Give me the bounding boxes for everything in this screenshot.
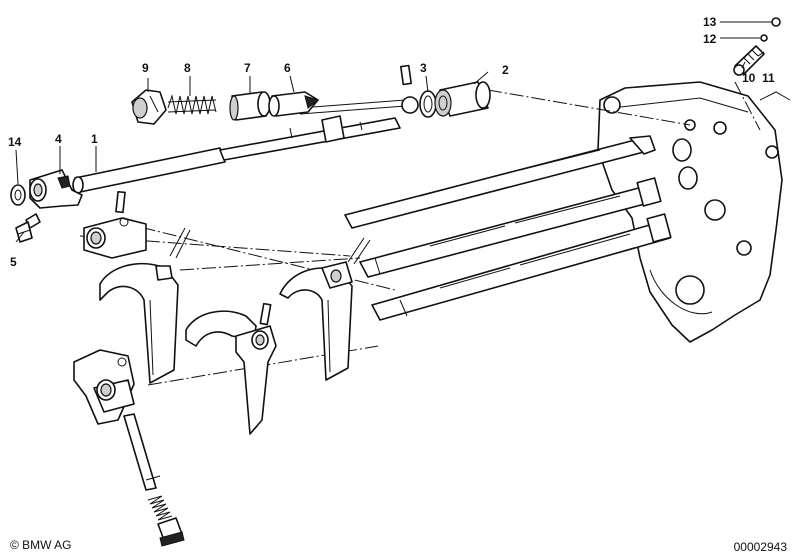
carrier-block	[83, 217, 147, 259]
callout-14: 14	[8, 135, 22, 149]
coupling-4	[29, 169, 83, 209]
shift-rod-lower	[371, 213, 672, 321]
callout-2: 2	[502, 63, 509, 77]
circlip-14	[10, 184, 26, 206]
shift-fork-left	[99, 262, 179, 384]
callout-12: 12	[703, 32, 717, 46]
shift-fork-right	[279, 261, 353, 381]
callout-leaders	[15, 21, 772, 243]
link-rod	[299, 96, 419, 115]
selector-carrier	[73, 349, 135, 425]
callout-6: 6	[284, 61, 291, 75]
bolt-assembly	[733, 17, 781, 76]
shift-rod-upper	[344, 135, 656, 229]
callout-4: 4	[55, 132, 62, 146]
circlip-3	[399, 64, 437, 118]
plunger-6	[268, 91, 320, 117]
roll-pins	[115, 190, 371, 326]
callout-10: 10	[742, 71, 756, 85]
callout-11: 11	[762, 71, 775, 85]
callout-7: 7	[244, 61, 251, 75]
lower-bolt	[123, 413, 185, 547]
transmission-housing	[597, 81, 791, 343]
spring-8	[167, 94, 217, 115]
sleeve-7	[229, 91, 271, 121]
callout-9: 9	[142, 61, 149, 75]
bushing-2	[434, 81, 491, 117]
callout-8: 8	[184, 61, 191, 75]
callout-3: 3	[420, 61, 427, 75]
plug-screw	[131, 89, 167, 125]
shift-fork-middle	[185, 310, 277, 435]
copyright-text: © BMW AG	[10, 538, 72, 552]
callout-1: 1	[91, 132, 98, 146]
selector-shaft	[72, 115, 401, 194]
callout-labels: 1 2 3 4 5 6 7 8 9 10 11 12 13 14	[8, 15, 775, 269]
shift-rod-middle	[359, 177, 662, 278]
diagram-id: 00002943	[733, 540, 787, 554]
callout-13: 13	[703, 15, 717, 29]
callout-5: 5	[10, 255, 17, 269]
